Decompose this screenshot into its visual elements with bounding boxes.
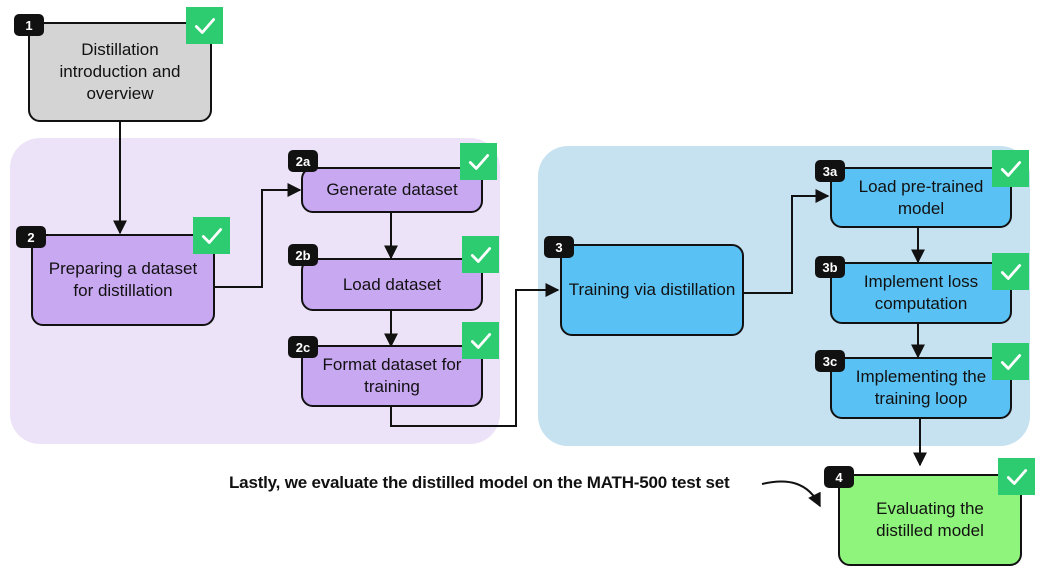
step-2b-label: Load dataset bbox=[342, 274, 442, 294]
step-3-label: Training via distillation bbox=[568, 280, 736, 299]
step-2c-label: Format dataset for training bbox=[322, 355, 462, 396]
step-3b-badge: 3b bbox=[815, 256, 845, 278]
checkmark-icon bbox=[186, 7, 223, 44]
step-1-label: Distillation introduction and overview bbox=[59, 40, 181, 103]
checkmark-icon bbox=[992, 253, 1029, 290]
step-2c-box: Format dataset for training bbox=[301, 345, 483, 407]
checkmark-icon bbox=[193, 217, 230, 254]
step-3a-box: Load pre-trained model bbox=[830, 167, 1012, 228]
step-2b-box: Load dataset bbox=[301, 258, 483, 311]
step-3c-label: Implementing the training loop bbox=[855, 367, 987, 408]
step-3a-badge: 3a bbox=[815, 160, 845, 182]
step-3b-label: Implement loss computation bbox=[863, 272, 979, 313]
step-1-badge: 1 bbox=[14, 14, 44, 36]
step-3-badge: 3 bbox=[544, 236, 574, 258]
step-3b-box: Implement loss computation bbox=[830, 262, 1012, 324]
step-3c-box: Implementing the training loop bbox=[830, 357, 1012, 419]
annotation-arrow bbox=[761, 480, 821, 508]
arrow-2c-to-3 bbox=[390, 283, 560, 427]
step-1-box: Distillation introduction and overview bbox=[28, 22, 212, 122]
checkmark-icon bbox=[462, 322, 499, 359]
checkmark-icon bbox=[460, 143, 497, 180]
step-4-box: Evaluating the distilled model bbox=[838, 474, 1022, 566]
step-2a-badge: 2a bbox=[288, 150, 318, 172]
evaluation-annotation: Lastly, we evaluate the distilled model … bbox=[229, 473, 730, 492]
step-2-label: Preparing a dataset for distillation bbox=[48, 259, 198, 300]
arrow-3-to-3a bbox=[744, 189, 830, 294]
checkmark-icon bbox=[462, 236, 499, 273]
step-3c-badge: 3c bbox=[815, 350, 845, 372]
step-4-label: Evaluating the distilled model bbox=[876, 499, 984, 540]
checkmark-icon bbox=[992, 343, 1029, 380]
step-2a-label: Generate dataset bbox=[326, 180, 458, 199]
step-2c-badge: 2c bbox=[288, 336, 318, 358]
step-3-box: Training via distillation bbox=[560, 244, 744, 336]
step-2-badge: 2 bbox=[16, 226, 46, 248]
step-4-badge: 4 bbox=[824, 466, 854, 488]
step-3a-label: Load pre-trained model bbox=[858, 176, 984, 218]
checkmark-icon bbox=[992, 150, 1029, 187]
step-2a-box: Generate dataset bbox=[301, 167, 483, 213]
arrow-2-to-2a bbox=[214, 183, 302, 288]
step-2-box: Preparing a dataset for distillation bbox=[31, 234, 215, 326]
checkmark-icon bbox=[998, 458, 1035, 495]
step-2b-badge: 2b bbox=[288, 244, 318, 266]
